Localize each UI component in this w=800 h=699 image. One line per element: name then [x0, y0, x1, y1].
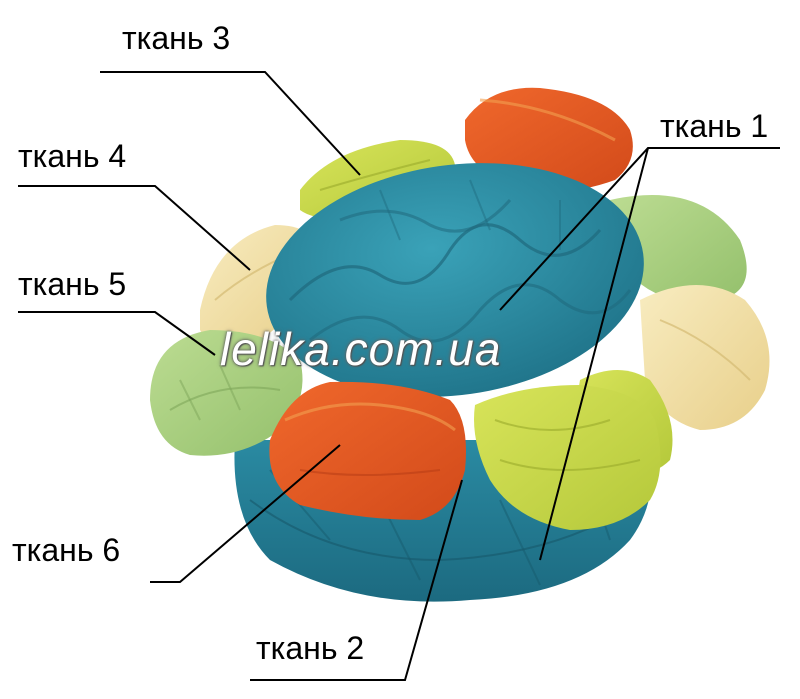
- watermark-text: lelika.com.ua: [220, 323, 502, 375]
- petal-orange-front: [269, 381, 466, 520]
- label-fabric6: ткань 6: [12, 532, 121, 568]
- label-fabric3: ткань 3: [122, 20, 231, 56]
- label-fabric4: ткань 4: [18, 138, 127, 174]
- leader-line-fabric2: [250, 479, 463, 681]
- leader-line-fabric1: [499, 147, 780, 561]
- label-fabric2: ткань 2: [256, 630, 365, 666]
- leader-lines: [18, 71, 780, 681]
- top-cushion: [266, 163, 644, 397]
- petal-cream-right: [640, 285, 770, 430]
- petal-green-left: [150, 330, 303, 456]
- leader-line-fabric6: [150, 444, 341, 583]
- label-fabric5: ткань 5: [18, 266, 127, 302]
- leader-line-fabric4: [18, 185, 251, 271]
- label-fabric1: ткань 1: [660, 108, 769, 144]
- leader-line-fabric3: [100, 71, 361, 176]
- petal-green-back-right: [610, 195, 747, 302]
- leader-line-fabric5: [18, 311, 216, 356]
